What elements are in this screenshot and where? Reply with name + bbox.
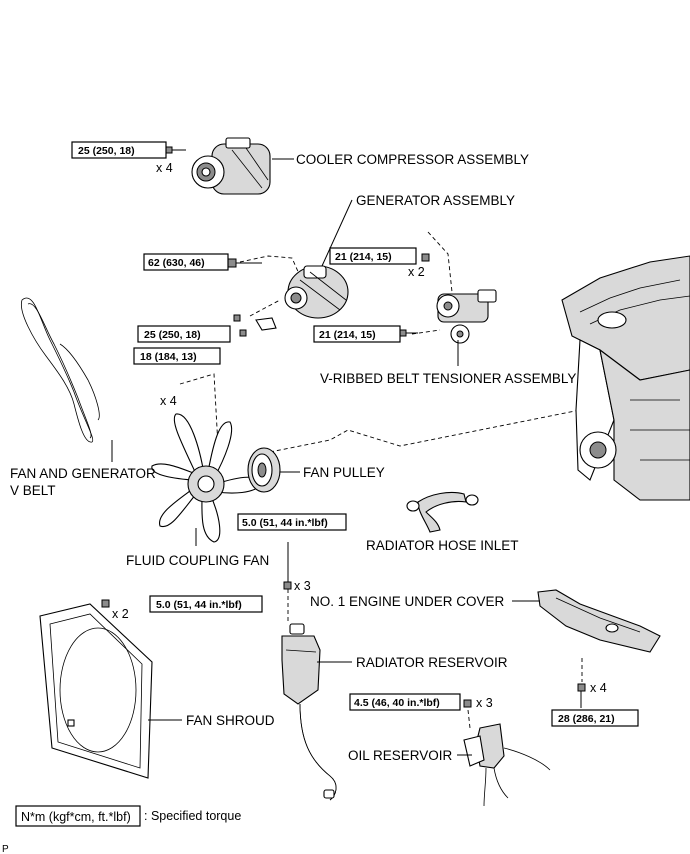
torque-tensioner-top-value: 21 (214, 15) <box>335 251 392 263</box>
torque-under-cover-value: 28 (286, 21) <box>558 713 615 725</box>
generator-lower-bolts <box>233 314 277 337</box>
engine-drawing <box>561 255 690 501</box>
torque-generator-lower: 25 (250, 18) <box>137 325 231 343</box>
torque-fan-nut: 18 (184, 13) <box>133 347 221 365</box>
compressor-bolt <box>165 146 186 154</box>
fan-shroud-drawing <box>39 603 153 779</box>
shroud-bolt <box>101 599 110 608</box>
torque-compressor: 25 (250, 18) <box>71 141 167 159</box>
label-radiator-reservoir: RADIATOR RESERVOIR <box>356 655 508 670</box>
part-labels: COOLER COMPRESSOR ASSEMBLY GENERATOR ASS… <box>10 152 576 763</box>
fluid-coupling-fan-drawing <box>151 413 263 543</box>
qty-reservoir: x 3 <box>294 579 311 593</box>
oil-reservoir-bolt <box>463 699 472 708</box>
qty-oil-reservoir: x 3 <box>476 696 493 710</box>
label-fan-generator-belt-line1: FAN AND GENERATOR <box>10 466 156 481</box>
label-cooler-compressor: COOLER COMPRESSOR ASSEMBLY <box>296 152 529 167</box>
qty-under-cover: x 4 <box>590 681 607 695</box>
tensioner-top-bolt <box>421 253 430 262</box>
reservoir-bolt <box>283 581 292 590</box>
generator-drawing <box>284 265 349 319</box>
tensioner-drawing <box>436 289 497 344</box>
legend: N*m (kgf*cm, ft.*lbf) : Specified torque <box>15 805 241 827</box>
label-oil-reservoir: OIL RESERVOIR <box>348 748 453 763</box>
torque-generator-lower-value: 25 (250, 18) <box>144 329 201 341</box>
corner-code: P <box>2 844 9 854</box>
torque-compressor-value: 25 (250, 18) <box>78 145 135 157</box>
under-cover-bolt <box>577 683 586 708</box>
engine-under-cover-drawing <box>537 589 661 653</box>
assembly-dashed-lines <box>179 231 583 729</box>
torque-oil-reservoir: 4.5 (46, 40 in.*lbf) <box>349 693 461 711</box>
legend-description: : Specified torque <box>144 809 241 823</box>
label-fluid-coupling-fan: FLUID COUPLING FAN <box>126 553 269 568</box>
torque-generator-bolt: 62 (630, 46) <box>143 253 229 271</box>
qty-shroud: x 2 <box>112 607 129 621</box>
tensioner-bolt <box>399 329 418 337</box>
torque-tensioner-top: 21 (214, 15) <box>329 247 417 265</box>
torque-tensioner-bolt-value: 21 (214, 15) <box>319 329 376 341</box>
label-fan-generator-belt-line2: V BELT <box>10 483 56 498</box>
torque-reservoir-value: 5.0 (51, 44 in.*lbf) <box>242 517 328 529</box>
qty-tensioner-top: x 2 <box>408 265 425 279</box>
leader-lines <box>111 158 540 756</box>
radiator-reservoir-drawing <box>281 623 337 801</box>
legend-unit-box: N*m (kgf*cm, ft.*lbf) <box>21 810 131 824</box>
label-generator: GENERATOR ASSEMBLY <box>356 193 515 208</box>
v-belt-drawing <box>20 297 100 443</box>
quantities: x 4 x 2 x 4 x 3 x 2 x 3 x 4 <box>112 161 607 710</box>
label-radiator-hose-inlet: RADIATOR HOSE INLET <box>366 538 519 553</box>
torque-generator-bolt-value: 62 (630, 46) <box>148 257 205 269</box>
generator-bolt <box>227 258 262 268</box>
torque-shroud-value: 5.0 (51, 44 in.*lbf) <box>156 599 242 611</box>
label-v-ribbed-tensioner: V-RIBBED BELT TENSIONER ASSEMBLY <box>320 371 576 386</box>
label-engine-under-cover: NO. 1 ENGINE UNDER COVER <box>310 594 505 609</box>
fan-pulley-drawing <box>247 447 281 493</box>
label-fan-pulley: FAN PULLEY <box>303 465 385 480</box>
cooler-compressor-drawing <box>191 137 271 195</box>
oil-reservoir-drawing <box>463 723 551 807</box>
label-fan-shroud: FAN SHROUD <box>186 713 275 728</box>
radiator-hose-inlet-drawing <box>406 491 479 533</box>
torque-reservoir: 5.0 (51, 44 in.*lbf) <box>237 513 347 531</box>
qty-compressor: x 4 <box>156 161 173 175</box>
torque-under-cover: 28 (286, 21) <box>551 709 639 727</box>
torque-tensioner-bolt: 21 (214, 15) <box>313 325 401 343</box>
torque-shroud: 5.0 (51, 44 in.*lbf) <box>149 595 263 613</box>
qty-fan-nut: x 4 <box>160 394 177 408</box>
torque-oil-reservoir-value: 4.5 (46, 40 in.*lbf) <box>354 697 440 709</box>
torque-fan-nut-value: 18 (184, 13) <box>140 351 197 363</box>
